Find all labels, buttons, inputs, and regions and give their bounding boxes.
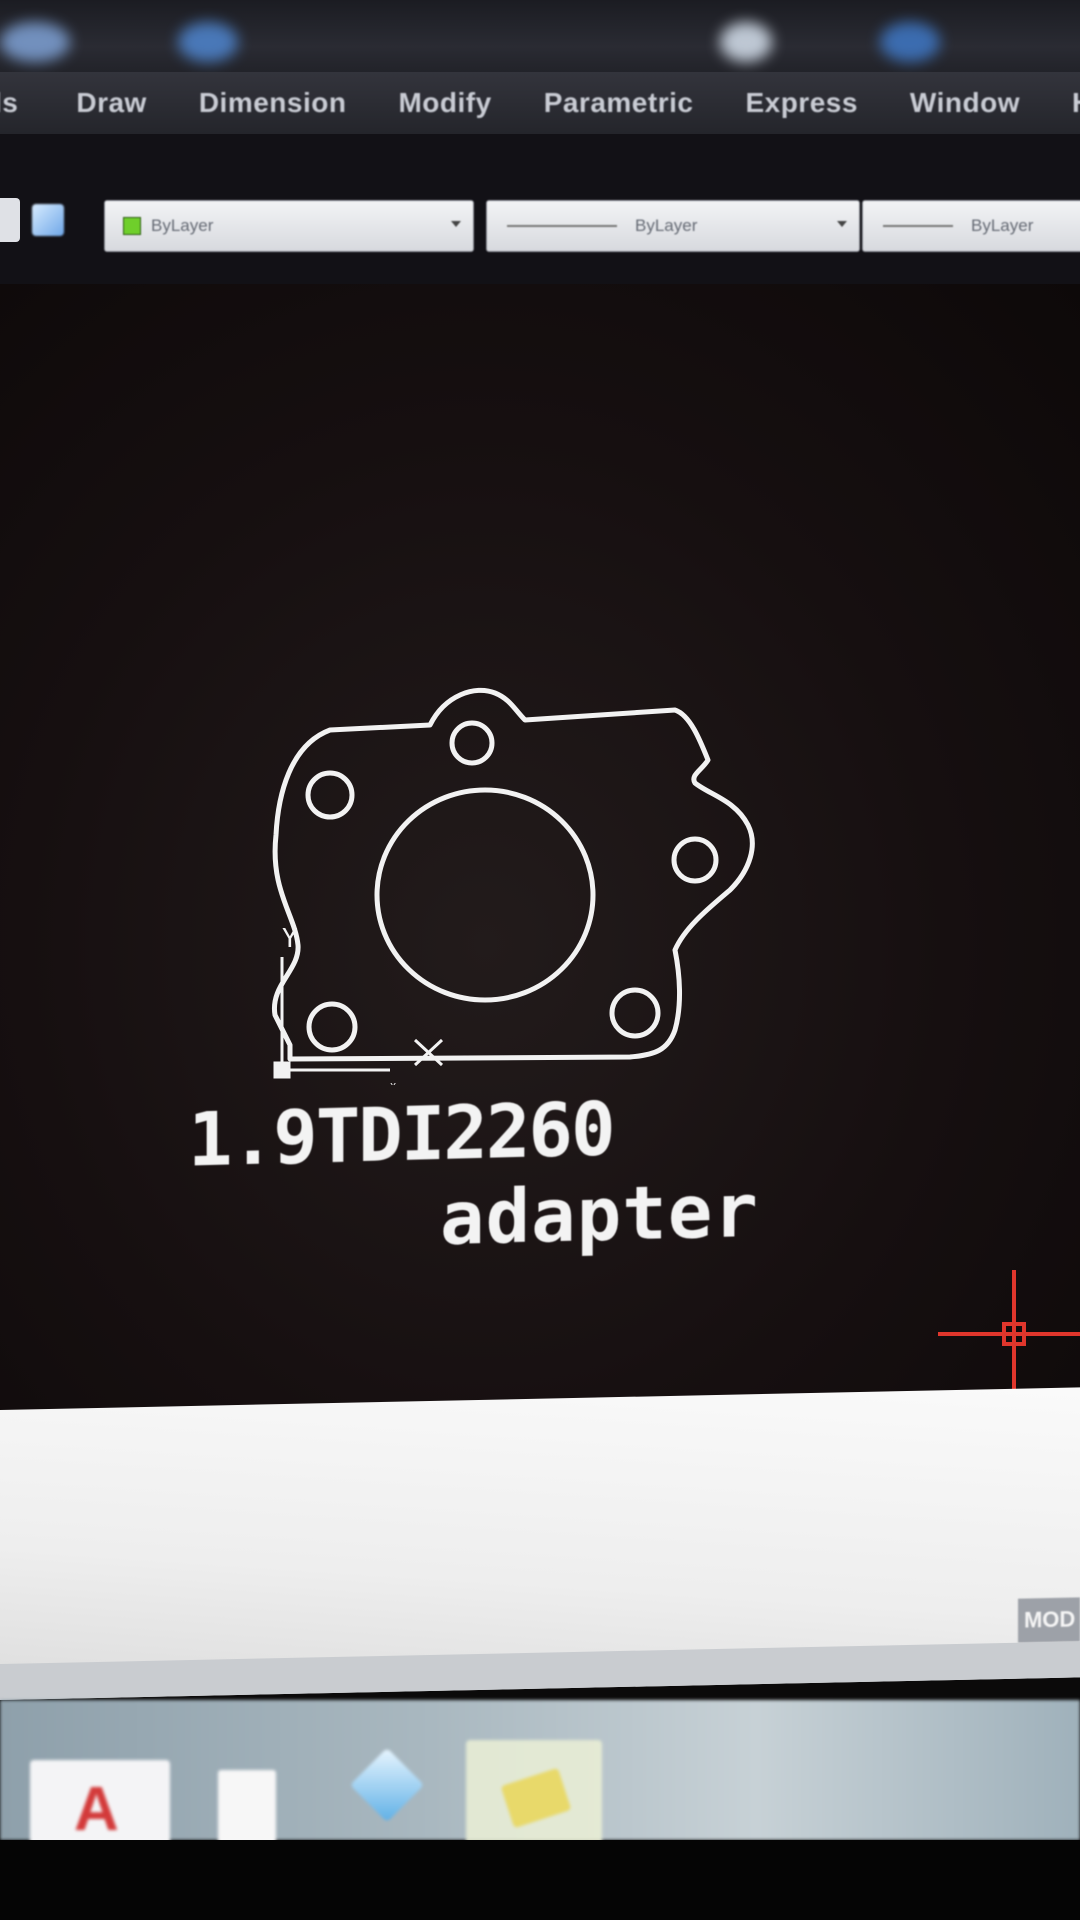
folder-icon — [500, 1767, 572, 1829]
menu-draw[interactable]: Draw — [76, 87, 147, 118]
menu-bar: ls Draw Dimension Modify Parametric Expr… — [0, 72, 1080, 134]
menu-modify[interactable]: Modify — [398, 87, 492, 118]
drawing-canvas[interactable]: Y X 1.9TDI2260 adapter — [0, 284, 1080, 1484]
layer-dropdown-edge[interactable] — [0, 198, 20, 242]
bolt-hole — [305, 770, 355, 820]
linetype-preview — [507, 225, 617, 227]
3d-cube-icon[interactable] — [349, 1747, 425, 1823]
color-swatch — [123, 217, 141, 235]
layer-properties-icon[interactable] — [32, 204, 64, 236]
ribbon-icon[interactable] — [178, 22, 238, 62]
menu-window[interactable]: Window — [909, 87, 1020, 118]
autocad-icon: A — [74, 1775, 119, 1844]
adapter-drawing[interactable]: Y X — [270, 685, 760, 1093]
ribbon-icon[interactable] — [880, 22, 940, 62]
linetype-dropdown[interactable]: ByLayer — [486, 200, 860, 252]
chevron-down-icon — [837, 221, 847, 227]
bolt-hole — [609, 987, 661, 1039]
center-bore — [374, 787, 596, 1003]
drawing-text-adapter[interactable]: adapter — [440, 1167, 759, 1263]
document-icon[interactable] — [218, 1770, 276, 1844]
command-line-window[interactable]: MOD — [0, 1387, 1080, 1700]
bolt-hole — [306, 1001, 358, 1053]
bolt-hole — [671, 836, 719, 884]
ribbon-icon-strip — [0, 0, 1080, 78]
lineweight-dropdown-value: ByLayer — [971, 216, 1034, 235]
menu-express[interactable]: Express — [745, 87, 858, 118]
color-dropdown-value: ByLayer — [151, 216, 214, 235]
chevron-down-icon — [451, 221, 461, 227]
taskbar-autocad-button[interactable]: A — [30, 1760, 170, 1854]
lineweight-preview — [883, 225, 953, 227]
color-dropdown[interactable]: ByLayer — [104, 200, 474, 252]
ribbon-icon[interactable] — [0, 22, 70, 62]
menu-parametric[interactable]: Parametric — [543, 87, 694, 118]
adapter-flange-outline[interactable]: Y X — [270, 685, 760, 1093]
windows-taskbar: A — [0, 1700, 1080, 1854]
model-tab[interactable]: MOD — [1018, 1597, 1080, 1643]
menu-dimension[interactable]: Dimension — [198, 87, 347, 118]
cursor-crosshair-icon — [938, 1270, 1080, 1410]
ribbon-icon[interactable] — [720, 22, 772, 62]
flange-outline — [271, 687, 755, 1062]
taskbar-folder-button[interactable] — [466, 1740, 602, 1850]
linetype-dropdown-value: ByLayer — [635, 216, 698, 235]
ucs-x-label: X — [390, 1082, 396, 1085]
menu-tools[interactable]: ls — [0, 87, 19, 118]
ucs-y-label: Y — [282, 924, 298, 954]
properties-toolbar: ByLayer ByLayer ByLayer — [0, 134, 1080, 284]
menu-help[interactable]: Hel — [1072, 87, 1080, 119]
bolt-hole — [449, 720, 495, 766]
lineweight-dropdown[interactable]: ByLayer — [862, 200, 1080, 252]
drawing-text-part-number[interactable]: 1.9TDI2260 — [188, 1086, 614, 1184]
status-bar — [0, 1641, 1080, 1700]
monitor-bezel — [0, 1840, 1080, 1920]
